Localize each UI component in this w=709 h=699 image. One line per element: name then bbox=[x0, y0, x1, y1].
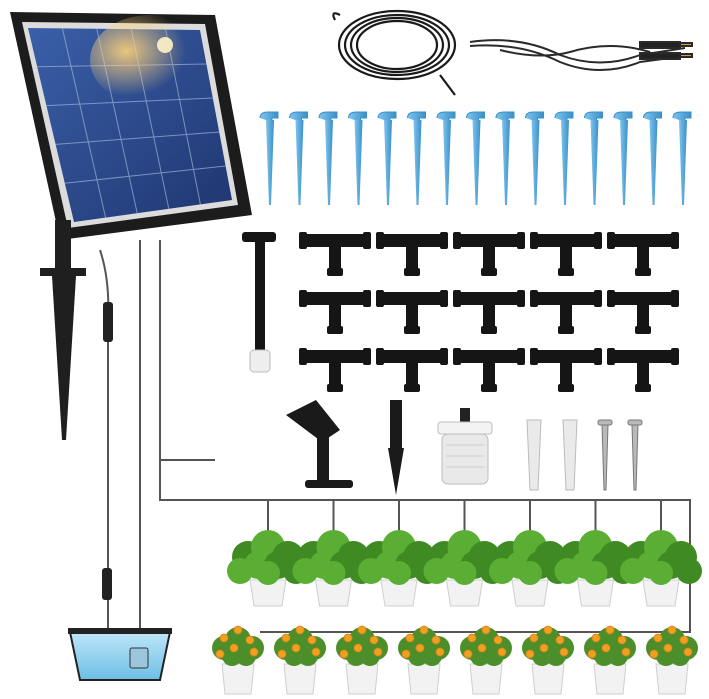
tee-connector bbox=[453, 290, 525, 334]
drip-stake bbox=[525, 111, 544, 205]
green-potted-plant bbox=[489, 530, 571, 607]
tee-connector bbox=[376, 290, 448, 334]
drip-stake bbox=[554, 111, 574, 205]
flowering-potted-plant bbox=[522, 625, 574, 695]
tee-connector bbox=[530, 290, 602, 334]
screws bbox=[597, 419, 643, 491]
end-plug-tube bbox=[242, 232, 276, 373]
tee-connector bbox=[299, 290, 371, 334]
green-potted-plant bbox=[620, 530, 702, 607]
flowering-potted-plants bbox=[212, 625, 698, 695]
tee-connector bbox=[607, 348, 679, 392]
tubing-coil bbox=[332, 9, 457, 96]
drip-stake bbox=[377, 111, 397, 205]
ground-spike-stake bbox=[40, 220, 86, 440]
drip-stake bbox=[584, 111, 603, 205]
adjustable-bracket bbox=[286, 400, 353, 488]
drip-stake bbox=[318, 111, 338, 205]
flowering-potted-plant bbox=[460, 625, 512, 695]
flowering-potted-plant bbox=[212, 625, 264, 695]
flowering-potted-plant bbox=[398, 625, 450, 695]
drip-stake bbox=[495, 111, 515, 205]
drip-stake bbox=[348, 111, 367, 205]
wall-anchors bbox=[526, 419, 578, 491]
green-potted-plant bbox=[227, 530, 309, 607]
small-stake bbox=[388, 400, 404, 495]
solar-panel bbox=[10, 12, 252, 240]
tee-connector bbox=[299, 348, 371, 392]
drip-stake bbox=[466, 111, 485, 205]
drip-stake bbox=[289, 111, 308, 205]
flowering-potted-plant bbox=[584, 625, 636, 695]
flowering-potted-plant bbox=[274, 625, 326, 695]
flowering-potted-plant bbox=[646, 625, 698, 695]
tee-connector bbox=[376, 232, 448, 276]
tee-connector bbox=[376, 348, 448, 392]
drip-stake bbox=[643, 111, 662, 205]
tee-connector bbox=[607, 232, 679, 276]
drip-stake bbox=[259, 111, 279, 205]
tee-connector bbox=[453, 232, 525, 276]
filter bbox=[437, 408, 493, 485]
green-potted-plants bbox=[227, 530, 702, 607]
tee-connector bbox=[607, 290, 679, 334]
tee-connector bbox=[453, 348, 525, 392]
tee-connector bbox=[530, 348, 602, 392]
tee-connector bbox=[299, 232, 371, 276]
flowering-potted-plant bbox=[336, 625, 388, 695]
drip-stake bbox=[407, 111, 426, 205]
tee-connector bbox=[530, 232, 602, 276]
green-potted-plant bbox=[554, 530, 637, 607]
drip-stakes bbox=[259, 111, 692, 205]
drip-stake bbox=[436, 111, 456, 205]
tee-connectors bbox=[299, 232, 679, 392]
cable-connector bbox=[102, 302, 113, 600]
drip-stake bbox=[613, 111, 633, 205]
green-potted-plant bbox=[292, 530, 375, 607]
power-cable bbox=[469, 39, 693, 71]
water-container bbox=[68, 628, 172, 681]
drip-stake bbox=[672, 111, 692, 205]
